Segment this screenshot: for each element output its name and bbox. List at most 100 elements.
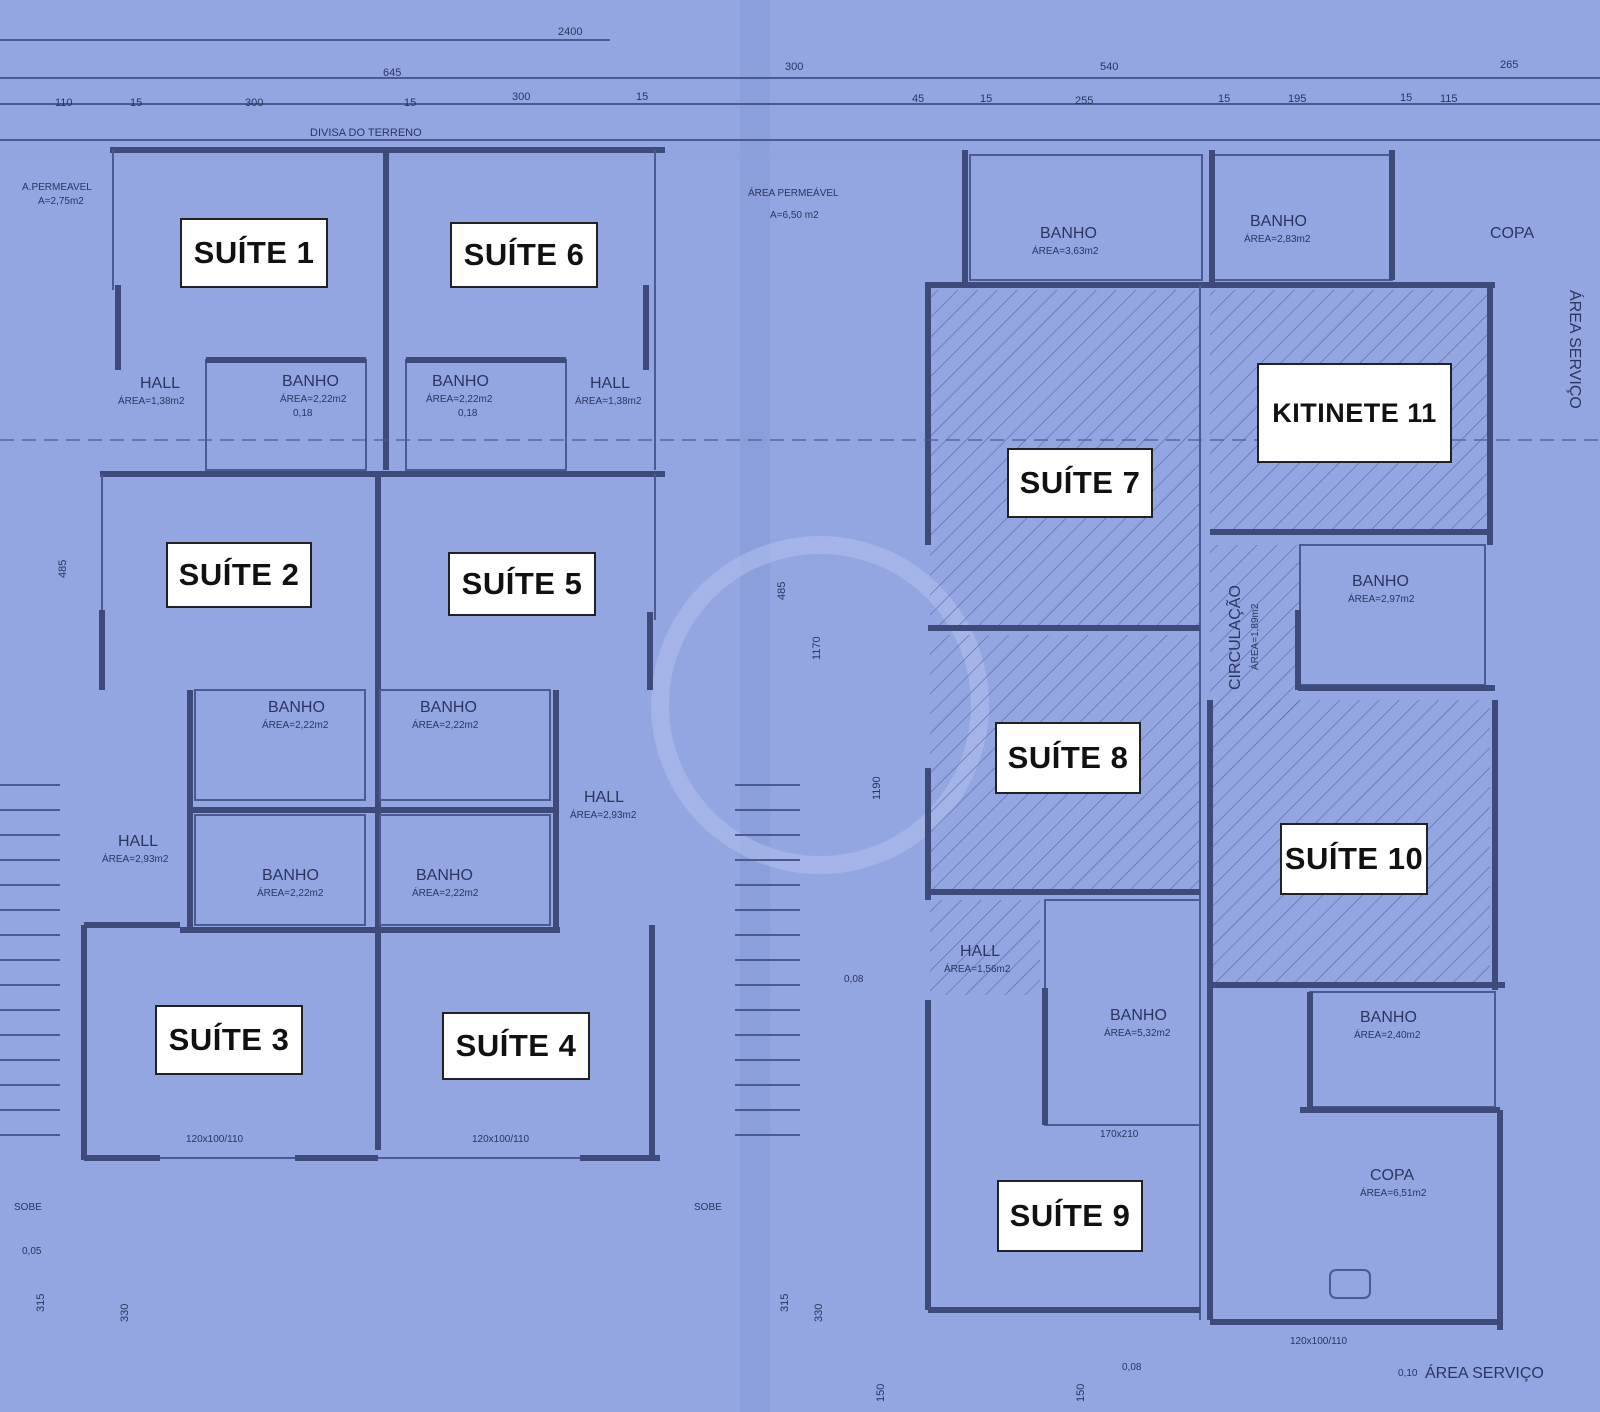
room-label-suite-3: SUÍTE 3 — [155, 1005, 303, 1075]
dim-45: 45 — [912, 93, 924, 105]
banho-label-6: BANHO — [432, 373, 489, 390]
hall-label-9: HALL — [960, 943, 1000, 960]
room-label-suite-9: SUÍTE 9 — [997, 1180, 1143, 1252]
room-label-suite-1: SUÍTE 1 — [180, 218, 328, 288]
window-suite4: 120x100/110 — [472, 1134, 530, 1145]
banho-area-6: ÁREA=2,22m2 — [426, 392, 493, 405]
banho-level-6: 0,18 — [458, 408, 478, 419]
dim-15b: 15 — [404, 97, 416, 109]
dim-15c: 15 — [636, 91, 648, 103]
area-servico-bottom: ÁREA SERVIÇO — [1425, 1363, 1544, 1382]
dim-265: 265 — [1500, 59, 1518, 71]
room-label-suite-4: SUÍTE 4 — [442, 1012, 590, 1080]
area-permeavel-small-value: A=2,75m2 — [38, 196, 84, 207]
banho-area-3: ÁREA=2,22m2 — [257, 886, 324, 899]
room-label-suite-8: SUÍTE 8 — [995, 722, 1141, 794]
stairs-left — [0, 784, 60, 1136]
dim-15a: 15 — [130, 97, 142, 109]
dim-540: 540 — [1100, 61, 1118, 73]
dim-300b: 300 — [512, 91, 530, 103]
top-dimensions: 2400 645 300 540 265 110 15 300 15 300 1… — [0, 26, 1600, 141]
dim-195: 195 — [1288, 93, 1306, 105]
hall-area-1: ÁREA=1,38m2 — [118, 394, 185, 407]
left-block-walls — [81, 147, 665, 1161]
hall-label-1: HALL — [140, 375, 180, 392]
hall-area-2: ÁREA=2,93m2 — [102, 852, 169, 865]
dim-330-left: 330 — [119, 1304, 131, 1322]
copa-label: COPA — [1370, 1167, 1414, 1184]
banho-label-11: BANHO — [1250, 213, 1307, 230]
banho-area-10: ÁREA=2,97m2 — [1348, 592, 1415, 605]
circulacao-label: CIRCULAÇÃO — [1224, 585, 1244, 690]
dim-255: 255 — [1075, 95, 1093, 107]
room-label-suite-2: SUÍTE 2 — [166, 542, 312, 608]
hall-area-9: ÁREA=1,56m2 — [944, 962, 1011, 975]
dim-315-center: 315 — [779, 1294, 791, 1312]
level-008-mid: 0,08 — [844, 974, 864, 985]
circulacao-area: ÁREA=1,89m2 — [1248, 603, 1261, 670]
copa-top-label: COPA — [1490, 225, 1534, 242]
area-permeavel-small-label: A.PERMEAVEL — [22, 182, 92, 193]
dim-115: 115 — [1440, 93, 1458, 105]
room-label-suite-7: SUÍTE 7 — [1007, 448, 1153, 518]
hall-label-6: HALL — [590, 375, 630, 392]
dim-1190: 1190 — [871, 776, 883, 800]
dim-1170: 1170 — [811, 636, 823, 660]
banho-area-7: ÁREA=3,63m2 — [1032, 244, 1099, 257]
hall-label-2: HALL — [118, 833, 158, 850]
dim-330-center: 330 — [813, 1304, 825, 1322]
dim-485-center: 485 — [776, 582, 788, 600]
banho-label-copa: BANHO — [1360, 1009, 1417, 1026]
area-permeavel-label: ÁREA PERMEÁVEL — [748, 186, 839, 199]
divisa-label: DIVISA DO TERRENO — [310, 127, 422, 139]
hall-area-6: ÁREA=1,38m2 — [575, 394, 642, 407]
banho-label-9: BANHO — [1110, 1007, 1167, 1024]
level-010-bottom: 0,10 — [1398, 1368, 1418, 1379]
dim-300a: 300 — [245, 97, 263, 109]
banho-area-copa: ÁREA=2,40m2 — [1354, 1028, 1421, 1041]
hall-area-5: ÁREA=2,93m2 — [570, 808, 637, 821]
copa-area: ÁREA=6,51m2 — [1360, 1186, 1427, 1199]
banho-label-5: BANHO — [420, 699, 477, 716]
banho-label-3: BANHO — [262, 867, 319, 884]
banho-area-2: ÁREA=2,22m2 — [262, 718, 329, 731]
banho-label-2: BANHO — [268, 699, 325, 716]
banho-area-11: ÁREA=2,83m2 — [1244, 232, 1311, 245]
dim-15d: 15 — [980, 93, 992, 105]
dim-150-a: 150 — [875, 1384, 887, 1402]
hall-label-5: HALL — [584, 789, 624, 806]
banho-level-1: 0,18 — [293, 408, 313, 419]
dim-110: 110 — [55, 97, 73, 109]
area-servico-vertical: ÁREA SERVIÇO — [1566, 290, 1585, 409]
room-label-kitinete-11: KITINETE 11 — [1257, 363, 1452, 463]
plan-annotations: COPA ÁREA SERVIÇO ÁREA SERVIÇO ÁREA PERM… — [14, 182, 1585, 1402]
dim-150-b: 150 — [1075, 1384, 1087, 1402]
level-008-bottom: 0,08 — [1122, 1362, 1142, 1373]
dim-315-left: 315 — [35, 1294, 47, 1312]
dim-15f: 15 — [1400, 92, 1412, 104]
room-label-suite-5: SUÍTE 5 — [448, 552, 596, 616]
area-permeavel-value: A=6,50 m2 — [770, 210, 819, 221]
banho-label-1: BANHO — [282, 373, 339, 390]
sobe-center: SOBE — [694, 1202, 722, 1213]
sobe-left: SOBE — [14, 1202, 42, 1213]
dim-645: 645 — [383, 67, 401, 79]
window-suite3: 120x100/110 — [186, 1134, 244, 1145]
room-label-suite-6: SUÍTE 6 — [450, 222, 598, 288]
dim-2400: 2400 — [558, 26, 582, 38]
banho-area-5: ÁREA=2,22m2 — [412, 718, 479, 731]
banho-label-7: BANHO — [1040, 225, 1097, 242]
door-170: 170x210 — [1100, 1129, 1139, 1140]
dim-15e: 15 — [1218, 93, 1230, 105]
stairs-center — [735, 784, 800, 1136]
banho-area-4: ÁREA=2,22m2 — [412, 886, 479, 899]
window-copa: 120x100/110 — [1290, 1336, 1348, 1347]
dim-485-left: 485 — [57, 560, 69, 578]
level-005: 0,05 — [22, 1246, 42, 1257]
room-label-suite-10: SUÍTE 10 — [1280, 823, 1428, 895]
banho-area-9: ÁREA=5,32m2 — [1104, 1026, 1171, 1039]
dim-300-top: 300 — [785, 61, 803, 73]
banho-label-4: BANHO — [416, 867, 473, 884]
banho-area-1: ÁREA=2,22m2 — [280, 392, 347, 405]
